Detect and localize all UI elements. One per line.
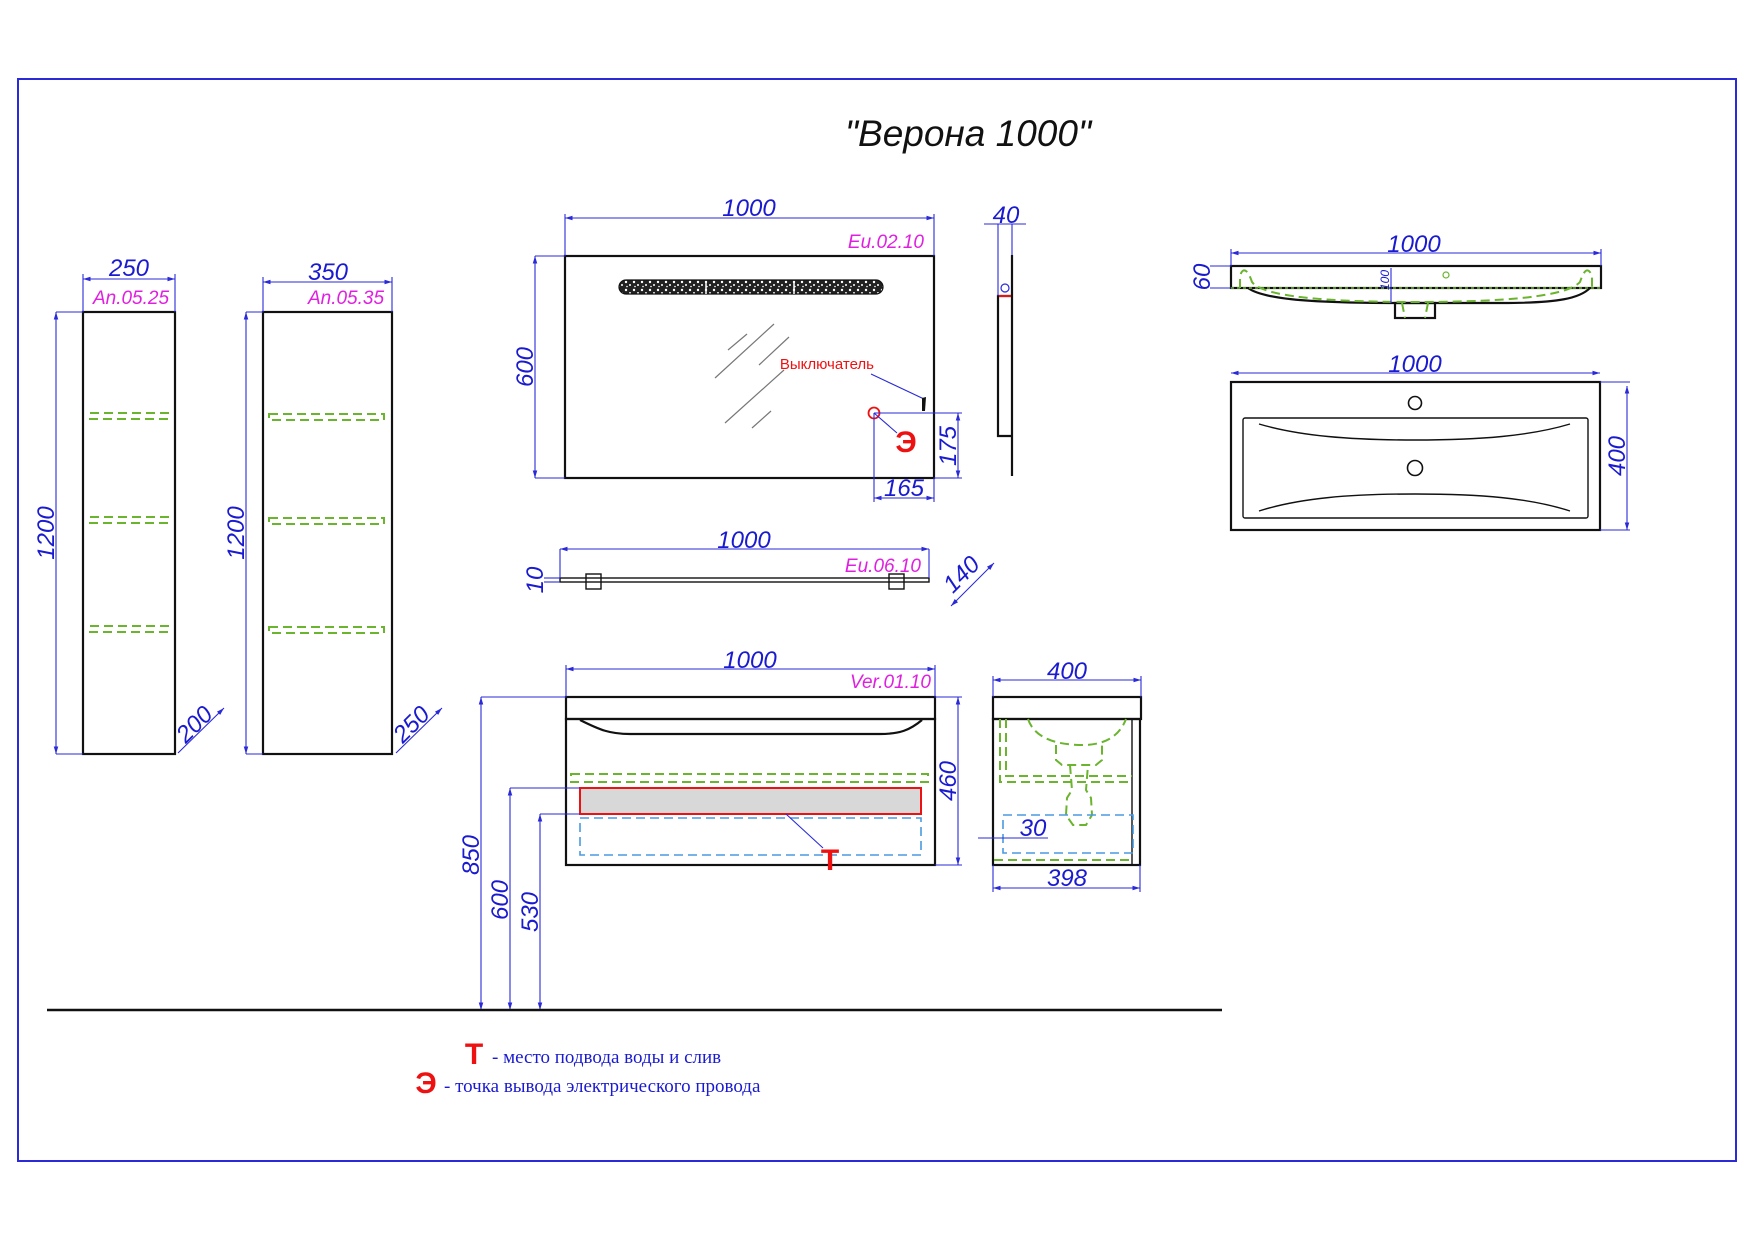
- electric-offset-x: 165: [884, 475, 925, 502]
- mirror-front-view: Выключатель Э 1000 Eu.02.10 600 165 175: [512, 195, 962, 502]
- basin-bowl: [1242, 417, 1589, 519]
- basin-drain: [1393, 301, 1437, 320]
- faucet-hole-icon: [1407, 395, 1423, 411]
- basin-top-width: 1000: [1388, 351, 1442, 378]
- shelf-width: 1000: [717, 527, 771, 554]
- vanity-side-view: 400 398 30: [978, 658, 1143, 892]
- glass-reflection-icon: [714, 323, 790, 429]
- mirror-depth: 40: [993, 202, 1020, 229]
- vanity-height: 460: [935, 760, 962, 801]
- vanity-side-lower-zone: [1002, 814, 1134, 854]
- vanity-side-body: [991, 717, 1142, 867]
- mirror-width: 1000: [722, 195, 776, 222]
- vanity-lower-zone: [579, 817, 922, 856]
- vanity-depth-top: 400: [1047, 658, 1088, 685]
- switch-icon: [922, 397, 926, 411]
- cabinet-2-shelf-3: [268, 626, 385, 634]
- vanity-width: 1000: [723, 647, 777, 674]
- vanity-side-top: [991, 695, 1143, 721]
- cabinet-1-height: 1200: [33, 506, 60, 560]
- mount-height: 850: [458, 834, 485, 875]
- vanity-front-view: Т 1000 Ver.01.10 460 850 600 530: [458, 647, 962, 1010]
- water-bottom-height: 530: [517, 891, 544, 932]
- cabinet-1-body: [81, 310, 177, 756]
- shelf-thickness: 10: [522, 566, 549, 593]
- basin-bowl-depth: 100: [1378, 270, 1392, 290]
- cabinet-2-shelf-1: [268, 413, 385, 421]
- basin-depth: 400: [1604, 435, 1631, 476]
- washbasin-top-view: 1000 400: [1229, 351, 1631, 532]
- shelf-bracket-left: [585, 573, 602, 590]
- shelf-body: [559, 577, 930, 583]
- electric-offset-y: 175: [935, 425, 962, 466]
- legend-marker-water: Т: [465, 1038, 483, 1071]
- cabinet-1-width: 250: [108, 255, 150, 282]
- cabinet-1-shelf-1: [89, 412, 169, 420]
- basin-side-body: [1229, 264, 1603, 290]
- sheet-frame: [17, 78, 1737, 1162]
- cabinet-1-shelf-2: [89, 516, 169, 524]
- basin-top-body: [1229, 380, 1602, 532]
- shelf-depth: 140: [938, 551, 986, 599]
- shelf-bracket-right: [888, 573, 905, 590]
- water-supply-zone: [579, 787, 922, 815]
- cabinet-1-code: An.05.25: [92, 288, 169, 309]
- shelf-code: Eu.06.10: [845, 556, 921, 577]
- cabinet-2-shelf-2: [268, 517, 385, 525]
- legend-text-electric: - точка вывода электрического провода: [444, 1076, 761, 1097]
- mirror-side-view: 40: [984, 202, 1026, 476]
- water-marker: Т: [821, 844, 839, 877]
- electric-marker: Э: [895, 426, 916, 459]
- vanity-body: [564, 717, 937, 867]
- led-strip: [618, 279, 884, 295]
- cabinet-2-depth: 250: [387, 701, 436, 750]
- tall-cabinet-1: 250 An.05.25 1200 200: [33, 255, 225, 756]
- cabinet-2-code: An.05.35: [307, 288, 384, 309]
- vanity-back-offset: 30: [1020, 815, 1047, 842]
- switch-label: Выключатель: [780, 356, 874, 373]
- drawing-title: "Верона 1000": [845, 113, 1093, 154]
- vanity-drawer-outline: [570, 773, 929, 783]
- cabinet-1-shelf-3: [89, 625, 169, 633]
- cabinet-2-width: 350: [308, 259, 349, 286]
- tall-cabinet-2: 350 An.05.35 1200 250: [223, 259, 443, 756]
- basin-side-width: 1000: [1387, 231, 1441, 258]
- cabinet-2-height: 1200: [223, 506, 250, 560]
- legend-text-water: - место подвода воды и слив: [492, 1047, 721, 1068]
- drain-hole-icon: [1406, 459, 1424, 477]
- vanity-code: Ver.01.10: [850, 672, 931, 693]
- water-top-height: 600: [487, 879, 514, 920]
- mirror-height: 600: [512, 346, 539, 387]
- glass-shelf: 1000 Eu.06.10 10 140: [522, 527, 995, 607]
- washbasin-side-view: 1000 60 100: [1189, 231, 1603, 320]
- vanity-countertop: [564, 695, 937, 721]
- vanity-depth-body: 398: [1047, 865, 1088, 892]
- basin-thickness: 60: [1189, 263, 1216, 290]
- legend: Т - место подвода воды и слив Э - точка …: [415, 1038, 761, 1100]
- legend-marker-electric: Э: [415, 1067, 436, 1100]
- cabinet-2-body: [261, 310, 394, 756]
- mirror-body: [563, 254, 936, 480]
- cabinet-1-depth: 200: [170, 701, 219, 750]
- mirror-code: Eu.02.10: [848, 232, 924, 253]
